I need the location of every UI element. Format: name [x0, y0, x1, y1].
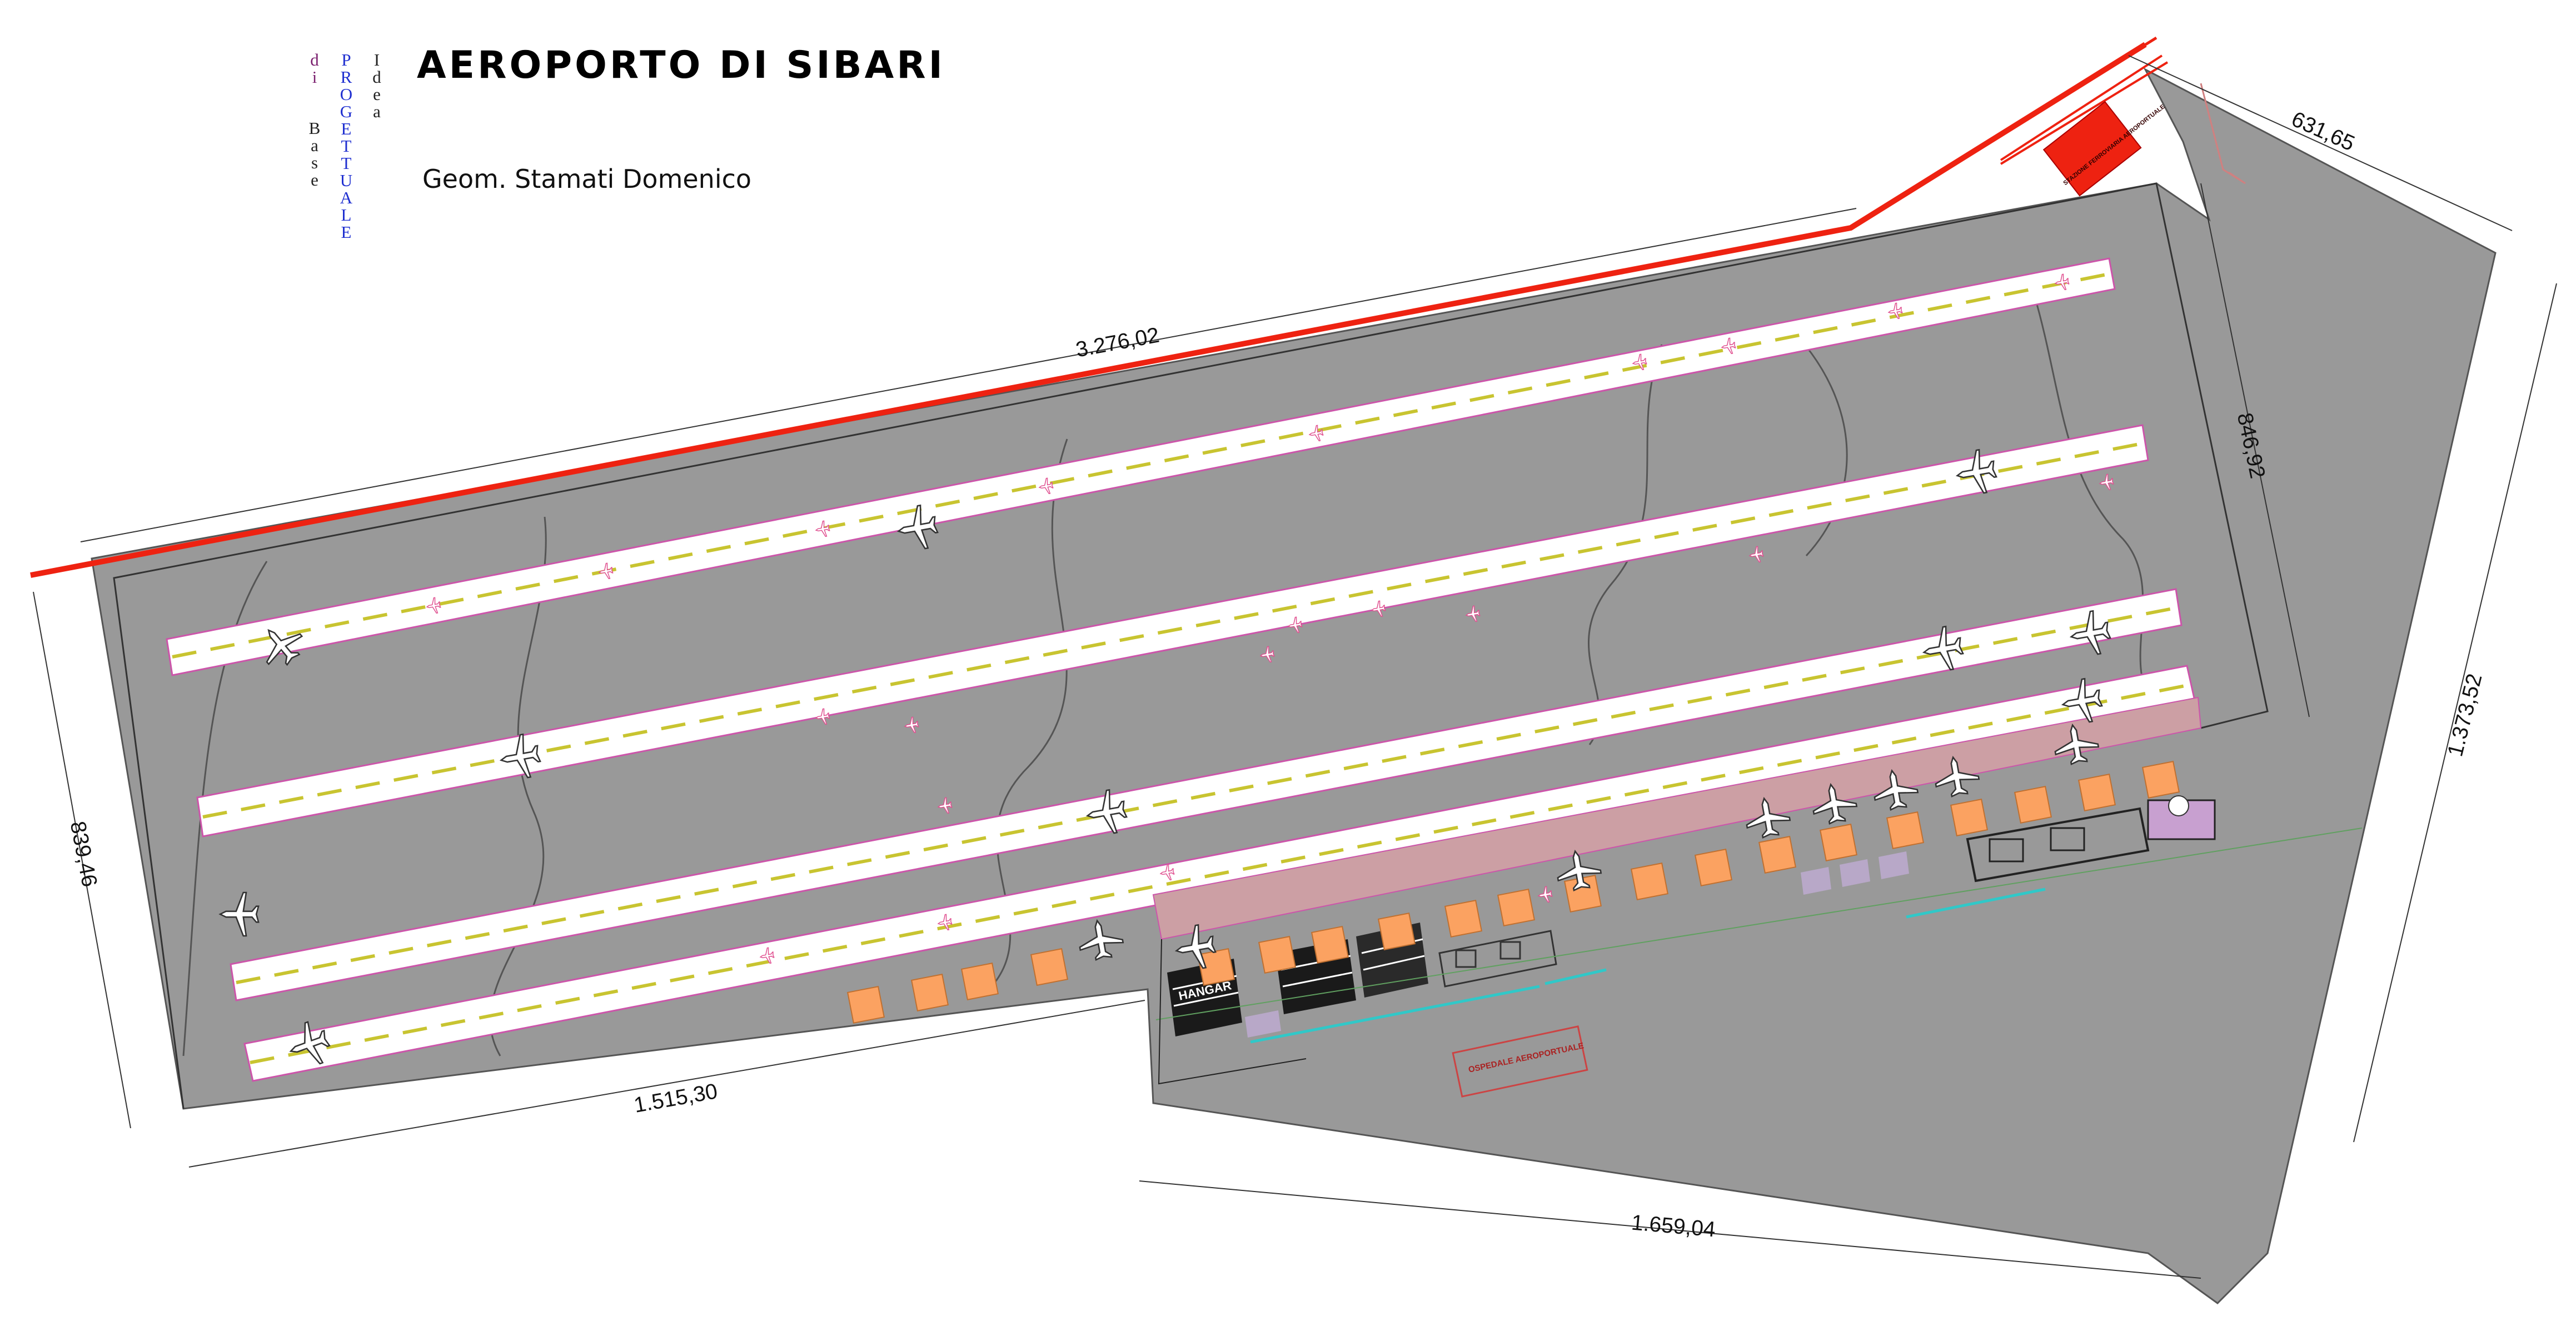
- vertical-letter: I: [373, 50, 380, 69]
- hospital-outline: [1452, 1025, 1588, 1098]
- vertical-letter: d: [310, 50, 319, 69]
- vertical-letter: P: [341, 50, 351, 69]
- vertical-letter: A: [340, 188, 353, 207]
- vertical-letter: a: [311, 136, 318, 155]
- author-name: Geom. Stamati Domenico: [422, 164, 752, 194]
- aircraft-stand: [846, 985, 885, 1024]
- terminal-main: [1438, 930, 1557, 988]
- aircraft-stand: [1950, 798, 1989, 837]
- inner-boundary: [113, 182, 2269, 1109]
- aircraft-stand: [1694, 848, 1733, 887]
- vertical-letter: e: [311, 170, 318, 190]
- aircraft-stand: [910, 973, 949, 1012]
- vertical-letter: s: [311, 153, 318, 172]
- vertical-letter: O: [340, 84, 353, 104]
- aircraft-stand: [960, 962, 999, 1001]
- aircraft-stand: [1630, 862, 1669, 901]
- vertical-letter: L: [341, 205, 352, 225]
- aircraft-stand: [2077, 773, 2116, 812]
- aircraft-stand: [2141, 760, 2180, 799]
- aircraft-stand: [1030, 948, 1069, 986]
- vertical-letter: E: [341, 119, 352, 138]
- control-tower: [2168, 795, 2189, 816]
- vertical-letter: T: [341, 136, 352, 156]
- aircraft-stand: [1758, 835, 1797, 874]
- aircraft-stand: [1444, 899, 1483, 938]
- site-boundary-green: [1155, 827, 2363, 1020]
- vertical-letter: e: [373, 84, 381, 104]
- terrain-contours: [182, 294, 2158, 1056]
- service-road-contour: [2200, 83, 2246, 185]
- aircraft-stand: [1377, 912, 1416, 951]
- aircraft-stand: [1497, 888, 1536, 927]
- railway-station: [2042, 101, 2142, 197]
- terminal-east: [1966, 807, 2150, 883]
- aircraft-stand: [2014, 785, 2052, 824]
- vertical-letter: G: [340, 102, 353, 121]
- aircraft-stand: [1258, 935, 1297, 974]
- vertical-letter: U: [340, 171, 353, 190]
- vertical-letter: E: [341, 222, 352, 242]
- railway-lines: [30, 36, 2169, 578]
- vertical-letter: d: [372, 67, 381, 87]
- vertical-letter: a: [373, 102, 381, 121]
- vertical-letter: i: [312, 67, 317, 87]
- apron: [1152, 696, 2202, 940]
- aircraft-stand: [1886, 811, 1925, 850]
- vertical-letter: R: [340, 67, 352, 87]
- dynamic-marks: [219, 273, 2180, 1073]
- page-title: AEROPORTO DI SIBARI: [417, 43, 945, 87]
- dimension-lines: [33, 55, 2557, 1279]
- aircraft-stand: [1311, 925, 1349, 964]
- vertical-letter: T: [341, 153, 352, 173]
- aircraft-stand: [1819, 823, 1858, 862]
- vertical-letter: B: [308, 118, 321, 138]
